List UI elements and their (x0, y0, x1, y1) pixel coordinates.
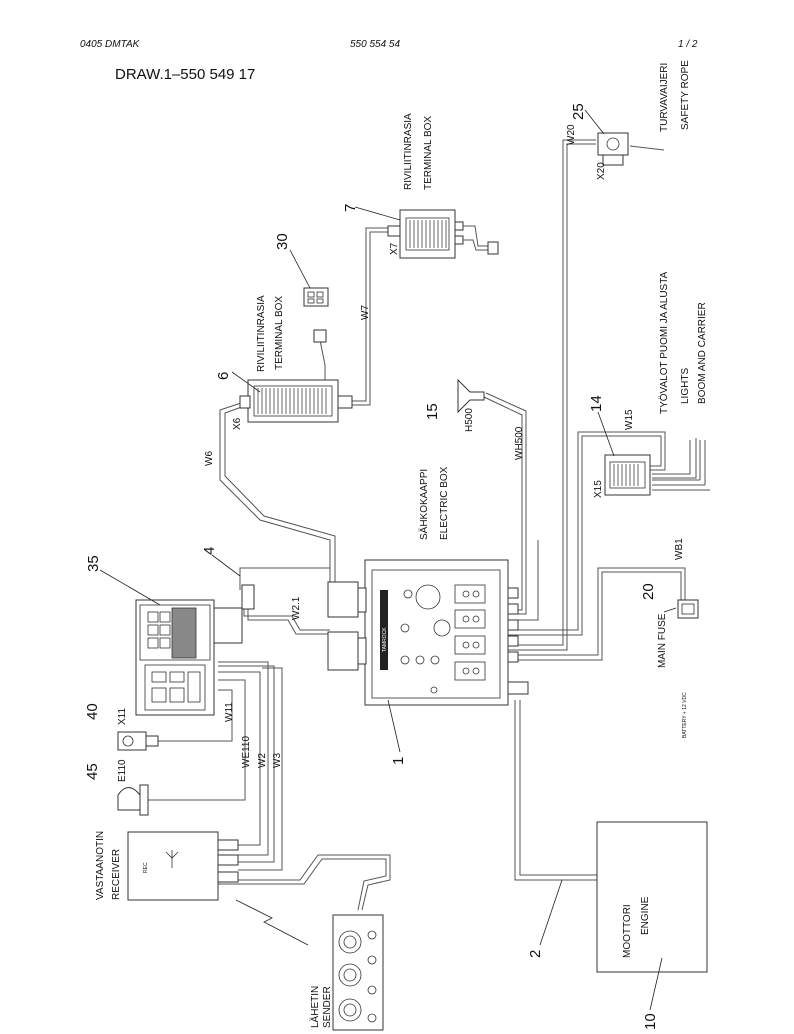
callout-15: 15 (424, 403, 441, 420)
connector-x15: X15 (593, 480, 604, 498)
battery-label: BATTERY + 12 VDC (682, 692, 688, 738)
wire-w15: W15 (624, 409, 635, 430)
callout-40: 40 (84, 703, 101, 720)
connector-x7: X7 (389, 242, 400, 255)
wire-w6: W6 (204, 451, 215, 466)
sender-label-en: SENDER (322, 986, 333, 1028)
lights-junction-14: 14 TYÖVALOT PUOMI JA ALUSTA LIGHTS BOOM … (588, 271, 708, 498)
receiver-label-fi: VASTAANOTIN (95, 831, 106, 900)
receiver-label-en: RECEIVER (111, 849, 122, 900)
wire-wh500: WH500 (514, 426, 525, 460)
wire-we110: WE110 (241, 736, 252, 768)
electric-box-label-en: ELECTRIC BOX (439, 466, 450, 540)
callout-45: 45 (84, 763, 101, 780)
lights-label-en: LIGHTS (680, 368, 691, 404)
electric-box-brand: TAMROCK (382, 627, 388, 652)
terminal-box-7: 7 RIVILIITINRASIA TERMINAL BOX X7 W7 (342, 113, 499, 320)
horn-h500: 15 H500 WH500 (424, 378, 525, 460)
safety-rope-label-fi: TURVAVAIJERI (659, 63, 670, 132)
beacon-code-e110: E110 (117, 759, 128, 782)
wire-w11: W11 (224, 702, 235, 722)
electric-box-label-fi: SÄHKOKAAPPI (418, 469, 430, 540)
connector-40: 40 X11 (84, 703, 159, 751)
callout-25: 25 (570, 103, 587, 120)
terminal-box-6-label-en: TERMINAL BOX (274, 296, 285, 370)
receiver-tag: REC (143, 862, 149, 873)
callout-6: 6 (215, 372, 232, 380)
horn-code-h500: H500 (464, 408, 475, 432)
sender-label-fi: LÄHETIN (309, 986, 321, 1028)
callout-20: 20 (640, 583, 657, 600)
wire-w20: W20 (566, 124, 577, 145)
wire-w2-1: W2.1 (291, 596, 302, 620)
connector-x11: X11 (117, 708, 128, 725)
controller-35: 35 4 (85, 547, 255, 716)
callout-4: 4 (201, 547, 218, 555)
callout-30: 30 (274, 233, 291, 250)
electric-box-1: TAMROCK 1 SÄHKOKAAPPI ELECTRIC BOX W2.1 (291, 466, 529, 765)
terminal-box-7-label-fi: RIVILIITINRASIA (403, 113, 414, 190)
beacon-e110: 45 E110 (84, 759, 149, 816)
wire-wb1: WB1 (674, 538, 685, 560)
callout-7: 7 (342, 204, 359, 212)
header-document-code: 0405 DMTAK (80, 39, 140, 50)
engine-10: MOOTTORI ENGINE 10 (596, 821, 708, 1030)
radio-link (235, 899, 309, 946)
lights-label-boom: BOOM AND CARRIER (697, 302, 708, 404)
terminal-box-7-label-en: TERMINAL BOX (423, 116, 434, 190)
callout-1: 1 (390, 757, 407, 765)
lights-label-fi: TYÖVALOT PUOMI JA ALUSTA (658, 271, 670, 414)
wire-w3: W3 (272, 753, 283, 768)
radio-receiver: REC VASTAANOTIN RECEIVER (95, 831, 239, 901)
cable-2: 2 (527, 879, 563, 958)
connector-x6: X6 (232, 417, 243, 430)
wire-w2: W2 (257, 753, 268, 768)
wire-w7: W7 (360, 305, 371, 320)
callout-14: 14 (588, 395, 605, 412)
header-page-number: 1 / 2 (678, 39, 698, 50)
drawing-title: DRAW.1–550 549 17 (115, 66, 256, 83)
callout-2: 2 (527, 950, 544, 958)
connector-x20: X20 (596, 162, 607, 180)
terminal-box-6-label-fi: RIVILIITINRASIA (256, 295, 267, 372)
callout-10: 10 (642, 1013, 659, 1030)
safety-rope-switch: 25 TURVAVAIJERI SAFETY ROPE X20 W20 (566, 60, 691, 180)
terminal-box-6: 6 RIVILIITINRASIA TERMINAL BOX X6 W6 (204, 295, 353, 466)
engine-label-fi: MOOTTORI (622, 904, 633, 958)
radio-sender: LÄHETIN SENDER (309, 914, 384, 1031)
callout-35: 35 (85, 555, 102, 572)
engine-label-en: ENGINE (640, 896, 651, 935)
header-part-number: 550 554 54 (350, 39, 401, 50)
main-fuse-20: 20 MAIN FUSE WB1 BATTERY + 12 VDC (640, 538, 699, 738)
safety-rope-label-en: SAFETY ROPE (680, 60, 691, 130)
wire-network (146, 139, 710, 911)
main-fuse-label: MAIN FUSE (657, 613, 668, 668)
relay-30: 30 (274, 233, 329, 307)
